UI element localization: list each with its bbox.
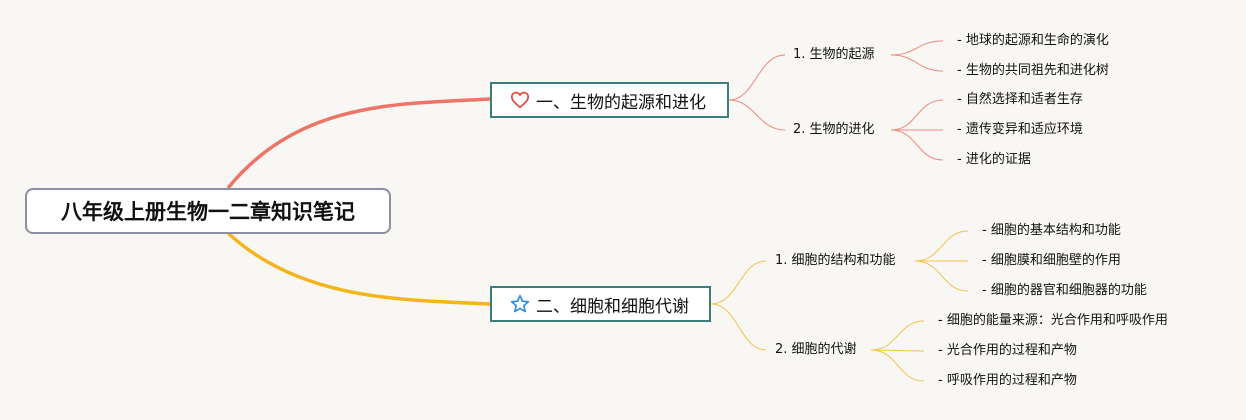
root-topic[interactable]: 八年级上册生物一二章知识笔记 [25,188,391,234]
connector-b2s2-leaf [870,349,925,352]
connector-branch-1-sub-2 [728,99,786,131]
leaf-label: - 光合作用的过程和产物 [938,343,1077,358]
main-topic-2[interactable]: 二、细胞和细胞代谢 [490,286,711,322]
leaf-topic[interactable]: - 细胞的器官和细胞器的功能 [982,283,1147,299]
subtopic[interactable]: 2. 细胞的代谢 [775,342,857,358]
connector-root-branch-1 [226,97,491,190]
connector-root-branch-2 [226,231,491,306]
subtopic-label: 2. 细胞的代谢 [775,342,857,357]
connector-b2s2-leaf [870,320,925,351]
subtopic[interactable]: 1. 细胞的结构和功能 [775,253,896,269]
leaf-topic[interactable]: - 细胞的基本结构和功能 [982,223,1121,239]
connector-branch-2-sub-2 [710,303,767,351]
leaf-topic[interactable]: - 光合作用的过程和产物 [938,343,1077,359]
subtopic-label: 1. 生物的起源 [793,47,875,62]
leaf-topic[interactable]: - 进化的证据 [957,152,1031,168]
leaf-topic[interactable]: - 生物的共同祖先和进化树 [957,63,1109,79]
leaf-label: - 细胞膜和细胞壁的作用 [982,253,1121,268]
leaf-label: - 遗传变异和适应环境 [957,122,1083,137]
connector-b2s2-leaf [870,349,925,382]
leaf-label: - 细胞的基本结构和功能 [982,223,1121,238]
connector-b1s2-leaf [890,99,944,131]
root-topic-label: 八年级上册生物一二章知识笔记 [61,200,355,224]
subtopic-label: 2. 生物的进化 [793,122,875,137]
leaf-label: - 细胞的器官和细胞器的功能 [982,283,1147,298]
star-icon [510,294,530,314]
connector-b1s2-leaf [890,129,944,161]
leaf-label: - 呼吸作用的过程和产物 [938,373,1077,388]
connector-b2s1-leaf [914,260,969,292]
connector-branch-2-sub-1 [710,260,767,305]
leaf-label: - 地球的起源和生命的演化 [957,33,1109,48]
connector-b2s1-leaf [914,230,969,262]
subtopic[interactable]: 2. 生物的进化 [793,122,875,138]
leaf-topic[interactable]: - 自然选择和适者生存 [957,92,1083,108]
leaf-topic[interactable]: - 呼吸作用的过程和产物 [938,373,1077,389]
leaf-topic[interactable]: - 细胞的能量来源：光合作用和呼吸作用 [938,313,1168,329]
leaf-topic[interactable]: - 遗传变异和适应环境 [957,122,1083,138]
leaf-label: - 细胞的能量来源：光合作用和呼吸作用 [938,313,1168,328]
subtopic-label: 1. 细胞的结构和功能 [775,253,896,268]
leaf-topic[interactable]: - 地球的起源和生命的演化 [957,33,1109,49]
leaf-topic[interactable]: - 细胞膜和细胞壁的作用 [982,253,1121,269]
leaf-label: - 自然选择和适者生存 [957,92,1083,107]
subtopic[interactable]: 1. 生物的起源 [793,47,875,63]
connector-b1s1-leaf [890,54,944,72]
main-topic-1-label: 一、生物的起源和进化 [536,92,706,113]
connector-b1s1-leaf [890,40,944,56]
leaf-label: - 进化的证据 [957,152,1031,167]
heart-icon [510,91,530,109]
main-topic-2-label: 二、细胞和细胞代谢 [536,296,689,317]
connector-branch-1-sub-1 [728,54,786,101]
leaf-label: - 生物的共同祖先和进化树 [957,63,1109,78]
main-topic-1[interactable]: 一、生物的起源和进化 [490,82,729,118]
